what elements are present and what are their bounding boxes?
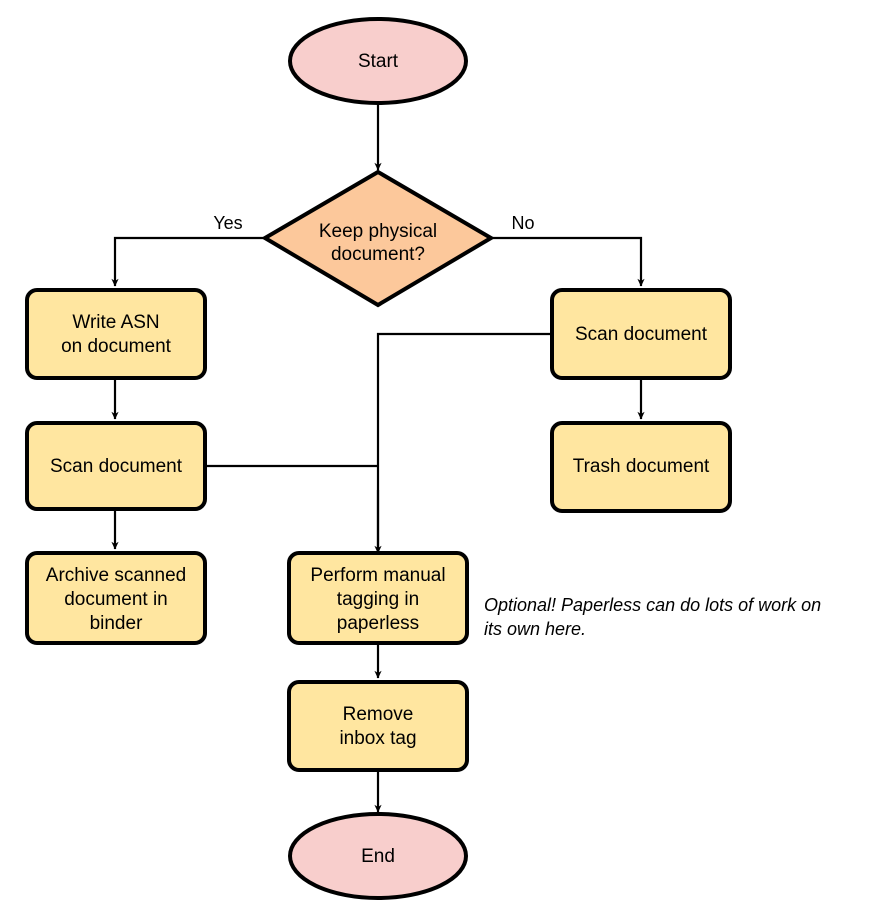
write-asn-label-line1: Write ASN [72,312,159,333]
edge-label-yes: Yes [213,213,242,233]
decision-label-line1: Keep physical [319,221,437,242]
note-optional-paperless: Optional! Paperless can do lots of work … [484,595,821,639]
edge-scan-right-to-trunk [376,332,552,552]
trash-document-label: Trash document [573,456,710,477]
remove-inbox-tag-box[interactable] [287,680,469,772]
manual-tagging-label-line3: paperless [337,613,419,634]
write-asn-label-line2: on document [61,336,172,357]
node-remove-inbox-tag[interactable]: Remove inbox tag [287,680,469,772]
manual-tagging-box[interactable] [287,551,469,645]
note-line1: Optional! Paperless can do lots of work … [484,595,821,615]
remove-inbox-label-line2: inbox tag [339,728,416,749]
start-ellipse[interactable] [288,17,468,105]
node-scan-document-right[interactable]: Scan document [550,288,732,380]
node-start[interactable]: Start [288,17,468,105]
write-asn-box[interactable] [25,288,207,380]
archive-box[interactable] [25,551,207,645]
manual-tagging-label-line1: Perform manual [310,565,445,586]
end-ellipse[interactable] [288,812,468,900]
archive-label-line1: Archive scanned [46,565,186,586]
end-label: End [361,846,395,867]
node-trash-document[interactable]: Trash document [550,421,732,513]
edge-label-no: No [511,213,534,233]
scan-document-left-label: Scan document [50,456,183,477]
decision-diamond[interactable] [261,169,495,308]
node-write-asn[interactable]: Write ASN on document [25,288,207,380]
edge-decision-yes-to-write-asn [111,236,265,287]
note-line2: its own here. [484,619,586,639]
node-end[interactable]: End [288,812,468,900]
scan-document-right-label: Scan document [575,324,708,345]
node-decision-keep-physical-document[interactable]: Keep physical document? [261,169,495,308]
node-scan-document-left[interactable]: Scan document [25,421,207,511]
archive-label-line2: document in [64,589,168,610]
decision-label-line2: document? [331,244,425,265]
remove-inbox-label-line1: Remove [343,704,414,725]
scan-document-left-box[interactable] [25,421,207,511]
edge-decision-no-to-scan-right [491,236,645,287]
trash-document-box[interactable] [550,421,732,513]
start-label: Start [358,51,399,72]
scan-document-right-box[interactable] [550,288,732,380]
archive-label-line3: binder [90,613,143,634]
node-archive-scanned-document[interactable]: Archive scanned document in binder [25,551,207,645]
manual-tagging-label-line2: tagging in [337,589,419,610]
node-perform-manual-tagging[interactable]: Perform manual tagging in paperless [287,551,469,645]
